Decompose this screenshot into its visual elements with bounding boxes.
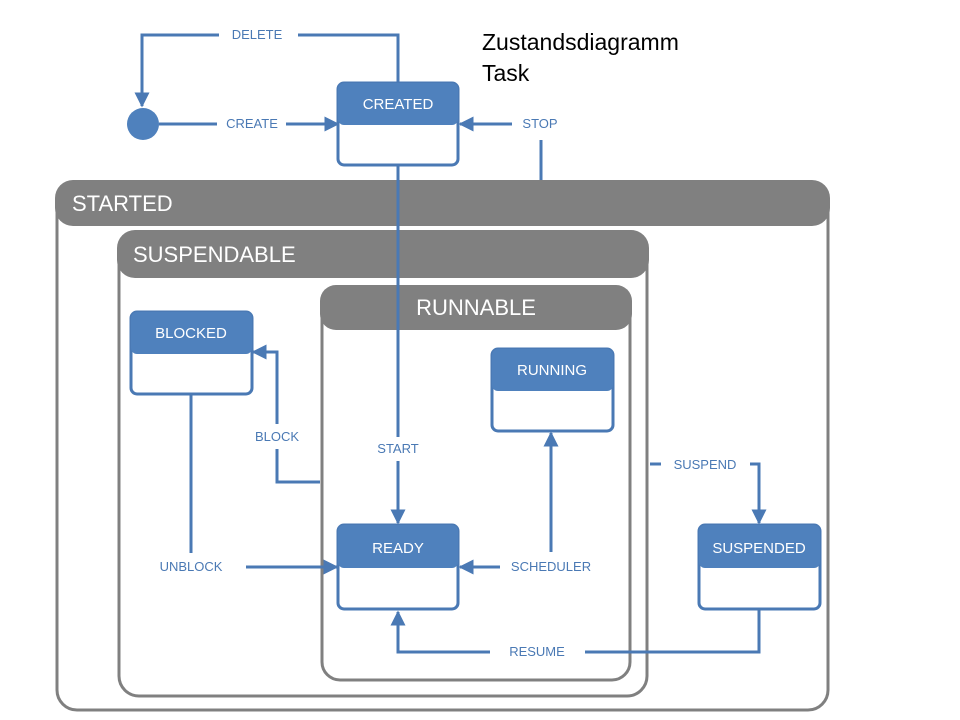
group-started: STARTED	[55, 180, 830, 712]
diagram-title-line2: Task	[482, 60, 530, 86]
state-suspended-label: SUSPENDED	[712, 540, 806, 557]
group-started-label: STARTED	[72, 191, 173, 216]
group-runnable-label: RUNNABLE	[416, 295, 536, 320]
edge-block-upper	[251, 344, 279, 424]
initial-state-node	[127, 108, 159, 140]
edge-suspend-right	[750, 462, 767, 525]
state-created: CREATED	[336, 81, 460, 167]
edge-resume-left	[390, 610, 490, 654]
transition-suspend-label: SUSPEND	[674, 457, 737, 472]
state-blocked-label: BLOCKED	[155, 325, 227, 342]
transition-unblock-label: UNBLOCK	[160, 559, 223, 574]
transition-stop-label: STOP	[522, 116, 557, 131]
transition-block-label: BLOCK	[255, 429, 299, 444]
state-suspended: SUSPENDED	[697, 523, 822, 611]
group-suspendable-label: SUSPENDABLE	[133, 242, 296, 267]
transition-start-label: START	[377, 441, 418, 456]
state-blocked: BLOCKED	[129, 310, 254, 396]
transition-create-label: CREATE	[226, 116, 278, 131]
state-running-label: RUNNING	[517, 362, 587, 379]
transition-scheduler-label: SCHEDULER	[511, 559, 591, 574]
diagram-title-line1: Zustandsdiagramm	[482, 29, 679, 55]
transition-resume-label: RESUME	[509, 644, 565, 659]
edge-delete-left	[134, 33, 219, 108]
edge-block-lower	[275, 449, 320, 484]
state-running: RUNNING	[490, 347, 615, 433]
group-suspendable: SUSPENDABLE	[117, 230, 649, 698]
group-runnable: RUNNABLE	[320, 285, 632, 682]
edge-resume-right	[585, 610, 761, 654]
state-ready-label: READY	[372, 540, 424, 557]
transition-delete-label: DELETE	[232, 27, 283, 42]
state-ready: READY	[336, 523, 460, 611]
state-created-label: CREATED	[363, 96, 434, 113]
edge-delete-right	[298, 33, 400, 83]
